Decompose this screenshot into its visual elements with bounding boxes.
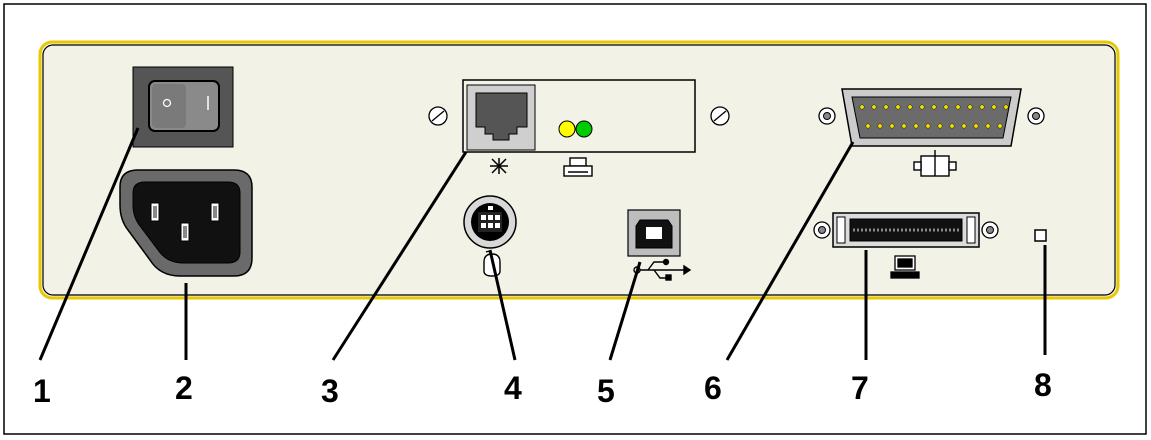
callout-7: 7 [851,370,869,406]
usb-symbol-icon [633,258,692,281]
callout-3: 3 [321,373,339,409]
db25-connector-icon [818,88,1045,147]
usb-b-port-icon [627,209,681,257]
callout-1: 1 [33,373,51,409]
callout-2: 2 [175,370,193,406]
centronics-connector-icon [813,212,999,248]
parallel-port-symbol-icon [913,150,957,177]
iec-power-inlet-icon [119,169,253,277]
callout-4: 4 [504,370,522,406]
panel-inner-outline [42,44,1116,296]
callout-6: 6 [704,370,722,406]
callout-5: 5 [597,373,615,409]
mini-din-icon [463,195,517,249]
leader-line-1 [38,127,140,361]
leader-lines [38,127,1047,361]
rocker-switch-icon [132,66,234,148]
leader-line-6 [725,141,855,361]
leader-line-3 [331,151,468,361]
computer-symbol-icon [890,255,920,279]
leader-line-5 [608,261,642,361]
leader-line-4 [488,249,517,361]
network-symbol-icon [490,158,508,174]
small-square-icon [1034,229,1047,242]
printer-symbol-icon [563,157,593,177]
network-card-icon [428,79,730,153]
callout-8: 8 [1034,367,1052,403]
